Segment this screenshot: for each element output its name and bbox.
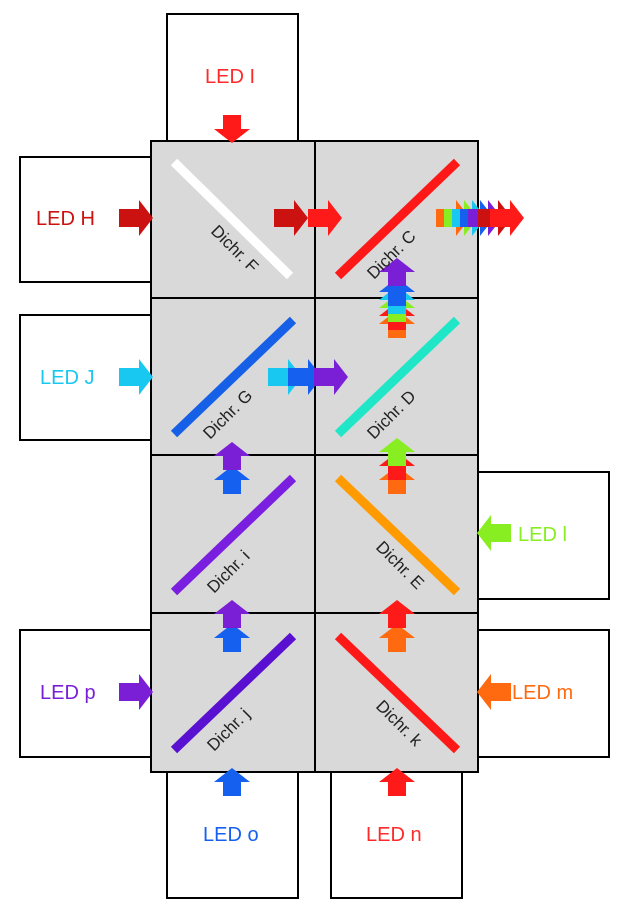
led-label-top-i: LED I bbox=[205, 66, 255, 88]
led-label-n: LED n bbox=[366, 824, 422, 846]
dichroic-mirror-f bbox=[170, 158, 294, 280]
dichroic-mirror-k bbox=[334, 632, 461, 754]
dichroic-mirror-e bbox=[334, 474, 461, 596]
led-label-m: LED m bbox=[512, 682, 573, 704]
dichroic-mirror-i bbox=[170, 474, 297, 596]
led-label-p: LED p bbox=[40, 682, 96, 704]
dichroic-mirror-j bbox=[170, 632, 297, 754]
dichroic-mirror-d bbox=[334, 316, 461, 438]
led-label-o: LED o bbox=[203, 824, 259, 846]
combiner-grid bbox=[150, 140, 479, 773]
led-label-j: LED J bbox=[40, 367, 94, 389]
led-label-l: LED l bbox=[518, 524, 567, 546]
dichroic-mirror-c bbox=[334, 158, 461, 280]
led-label-h: LED H bbox=[36, 208, 95, 230]
stack-out-red bbox=[490, 200, 524, 236]
dichroic-mirror-g bbox=[170, 316, 297, 438]
